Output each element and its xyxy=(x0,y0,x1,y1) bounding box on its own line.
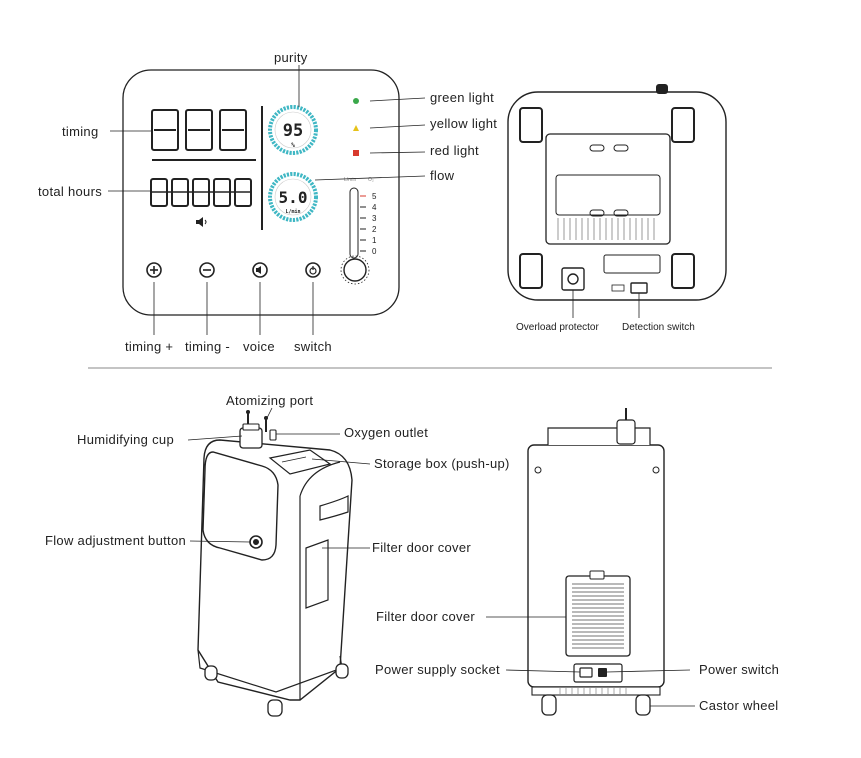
flow-callout: flow xyxy=(430,168,455,183)
flow-value: 5.0 xyxy=(279,188,308,207)
flow-unit: L/min xyxy=(285,209,300,215)
back-view: Filter door cover Power supply socket Po… xyxy=(375,408,779,716)
panel-callouts: purity timing total hours green light ye… xyxy=(38,50,497,354)
mute-indicator-icon xyxy=(196,217,207,227)
scale-tick-label: 5 xyxy=(372,192,377,201)
scale-header-right: O₂ xyxy=(368,177,374,183)
voice-button[interactable] xyxy=(252,262,268,278)
bottom-view: Overload protector Detection switch xyxy=(507,84,727,333)
scale-tick-label: 4 xyxy=(372,203,377,212)
switch-button[interactable] xyxy=(305,262,321,278)
red-light-icon xyxy=(353,150,359,156)
humidifying-cup[interactable] xyxy=(239,427,263,449)
timing-minus-label: timing - xyxy=(185,339,230,354)
humidifying-cup-label: Humidifying cup xyxy=(77,432,174,447)
castor-wheel-label: Castor wheel xyxy=(699,698,778,713)
switch-label: switch xyxy=(294,339,332,354)
yellow-light-callout: yellow light xyxy=(430,116,497,131)
purity-unit: % xyxy=(291,142,295,149)
storage-box-label: Storage box (push-up) xyxy=(374,456,510,471)
green-light-callout: green light xyxy=(430,90,494,105)
purity-label: purity xyxy=(274,50,308,65)
scale-tick-label: 0 xyxy=(372,247,377,256)
scale-header-left: L/min xyxy=(344,177,356,183)
total-hours-callout: total hours xyxy=(38,184,102,199)
panel-buttons xyxy=(146,262,321,278)
purity-gauge: 95 % xyxy=(268,105,318,155)
flow-knob-icon[interactable] xyxy=(343,258,367,282)
scale-tick-label: 2 xyxy=(372,225,377,234)
red-light-callout: red light xyxy=(430,143,479,158)
overload-protector[interactable] xyxy=(561,267,585,291)
flow-gauge: 5.0 L/min xyxy=(268,172,318,222)
overload-protector-label: Overload protector xyxy=(516,322,599,333)
side-filter-door[interactable] xyxy=(305,539,329,609)
back-filter-door-label: Filter door cover xyxy=(376,609,475,624)
atomizing-port-label: Atomizing port xyxy=(226,393,313,408)
side-filter-door-label: Filter door cover xyxy=(372,540,471,555)
side-view: Atomizing port Humidifying cup Oxygen ou… xyxy=(45,393,510,717)
timing-display xyxy=(151,109,247,151)
timing-callout: timing xyxy=(62,124,98,139)
detection-switch-label: Detection switch xyxy=(622,322,695,333)
control-panel: 95 % 5.0 L/min L/min O₂ 5 4 3 2 1 0 xyxy=(122,69,400,316)
total-hours-display xyxy=(150,178,252,207)
purity-value: 95 xyxy=(283,121,303,141)
timing-minus-button[interactable] xyxy=(199,262,215,278)
green-light-icon xyxy=(353,98,359,104)
power-supply-socket[interactable] xyxy=(579,667,593,678)
flow-adjustment-label: Flow adjustment button xyxy=(45,533,186,548)
flow-scale: L/min O₂ 5 4 3 2 1 0 xyxy=(340,177,377,285)
status-lights xyxy=(353,98,359,156)
scale-tick-label: 1 xyxy=(372,236,377,245)
oxygen-outlet-label: Oxygen outlet xyxy=(344,425,428,440)
scale-tick-label: 3 xyxy=(372,214,377,223)
power-supply-socket-label: Power supply socket xyxy=(375,662,500,677)
timing-plus-label: timing + xyxy=(125,339,173,354)
voice-label: voice xyxy=(243,339,275,354)
timing-plus-button[interactable] xyxy=(146,262,162,278)
scale-ticks: 5 4 3 2 1 0 xyxy=(360,192,377,256)
yellow-light-icon xyxy=(353,125,359,131)
power-switch[interactable] xyxy=(598,668,607,677)
power-switch-label: Power switch xyxy=(699,662,779,677)
detection-switch[interactable] xyxy=(630,282,648,294)
